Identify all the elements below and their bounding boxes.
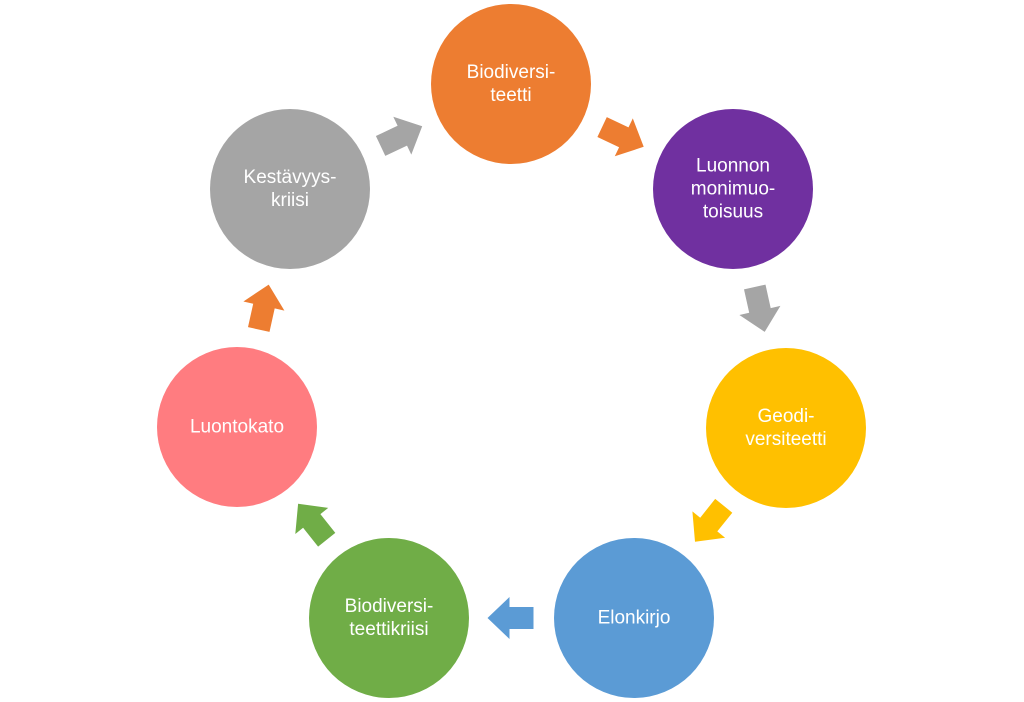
node-kestavyyskriisi: Kestävyys-kriisi [210,109,370,269]
nodes-layer: Biodiversi-teettiLuonnonmonimuo-toisuusG… [157,4,866,698]
node-label-kestavyyskriisi: Kestävyys- [244,167,337,188]
arrow-elonkirjo-to-biodiversiteettikriisi-icon [487,597,534,639]
node-biodiversiteettikriisi: Biodiversi-teettikriisi [309,538,469,698]
node-label-biodiversiteettikriisi: teettikriisi [349,619,428,640]
node-circle-biodiversiteettikriisi [309,538,469,698]
node-label-biodiversiteetti: teetti [490,85,531,106]
node-circle-luonnon-monimuotoisuus [653,109,813,269]
node-label-luontokato: Luontokato [190,417,284,438]
node-label-biodiversiteetti: Biodiversi- [467,62,556,83]
node-label-geodiversiteetti: versiteetti [745,429,826,450]
arrow-biodiversiteettikriisi-to-luontokato-icon [295,503,336,547]
node-circle-elonkirjo [554,538,714,698]
arrow-biodiversiteetti-to-luonnon-monimuotoisuus-icon [597,117,644,157]
node-label-kestavyyskriisi: kriisi [271,190,309,211]
arrow-geodiversiteetti-to-elonkirjo-icon [692,498,733,542]
arrow-kestavyyskriisi-to-biodiversiteetti-icon [375,116,423,156]
node-label-luonnon-monimuotoisuus: toisuus [703,202,763,223]
node-circle-geodiversiteetti [706,348,866,508]
arrows-layer [243,116,781,639]
node-label-luonnon-monimuotoisuus: monimuo- [691,179,775,200]
node-label-luonnon-monimuotoisuus: Luonnon [696,156,770,177]
node-label-elonkirjo: Elonkirjo [598,608,671,629]
arrow-luontokato-to-kestavyyskriisi-icon [243,284,285,332]
node-label-geodiversiteetti: Geodi- [757,406,814,427]
node-geodiversiteetti: Geodi-versiteetti [706,348,866,508]
node-circle-biodiversiteetti [431,4,591,164]
node-biodiversiteetti: Biodiversi-teetti [431,4,591,164]
arrow-luonnon-monimuotoisuus-to-geodiversiteetti-icon [739,284,781,332]
node-elonkirjo: Elonkirjo [554,538,714,698]
node-luontokato: Luontokato [157,347,317,507]
node-circle-luontokato [157,347,317,507]
node-circle-kestavyyskriisi [210,109,370,269]
node-label-biodiversiteettikriisi: Biodiversi- [345,596,434,617]
